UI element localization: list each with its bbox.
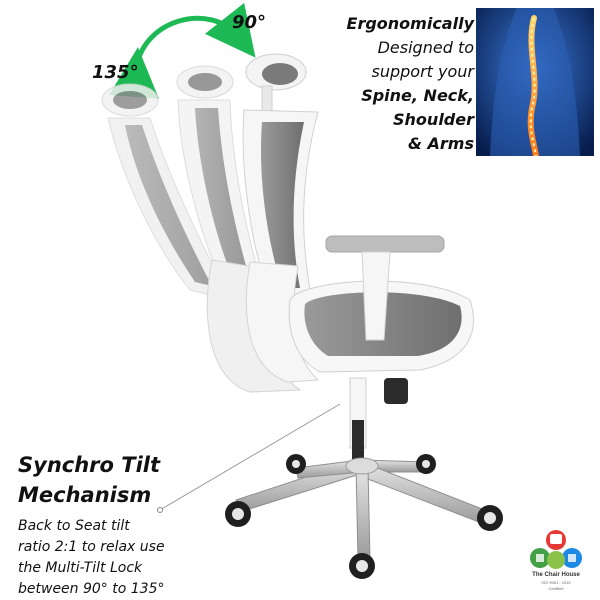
backrest-ghost-reclined bbox=[101, 83, 231, 301]
brand-logo-icon bbox=[530, 530, 582, 569]
synchro-title-2: Mechanism bbox=[18, 483, 152, 507]
synchro-desc-1: Back to Seat tilt bbox=[18, 518, 130, 534]
synchro-callout: Synchro Tilt Mechanism Back to Seat tilt… bbox=[18, 450, 198, 600]
backrest-ghost-middle bbox=[176, 65, 269, 307]
ergo-line-3: support your bbox=[371, 62, 475, 81]
ergonomic-callout: Ergonomically Designed to support your S… bbox=[314, 12, 474, 156]
ergo-line-6: & Arms bbox=[408, 134, 474, 153]
spine-image bbox=[476, 8, 594, 156]
angle-135-label: 135° bbox=[92, 62, 139, 83]
synchro-title-1: Synchro Tilt bbox=[18, 453, 161, 477]
callout-line bbox=[159, 403, 341, 511]
synchro-desc-3: the Multi-Tilt Lock bbox=[18, 560, 143, 576]
casters bbox=[225, 454, 503, 579]
tilt-arrow bbox=[109, 2, 256, 99]
synchro-description: Back to Seat tilt ratio 2:1 to relax use… bbox=[18, 516, 198, 600]
chair-main bbox=[206, 53, 474, 460]
synchro-desc-4: between 90° to 135° bbox=[18, 581, 165, 597]
angle-90-label: 90° bbox=[232, 12, 267, 33]
synchro-desc-2: ratio 2:1 to relax use bbox=[18, 539, 165, 555]
ergo-line-2: Designed to bbox=[377, 38, 474, 57]
chair-base bbox=[235, 457, 491, 561]
ergo-line-4: Spine, Neck, bbox=[361, 86, 474, 105]
logo-tagline: ISO 9001 : 2015 bbox=[541, 580, 571, 585]
logo-cert: Certified bbox=[548, 586, 564, 591]
ergo-line-1: Ergonomically bbox=[346, 14, 474, 33]
ergo-line-5: Shoulder bbox=[393, 110, 474, 129]
spine-figure-icon bbox=[476, 8, 594, 156]
logo-name: The Chair House bbox=[532, 572, 580, 578]
